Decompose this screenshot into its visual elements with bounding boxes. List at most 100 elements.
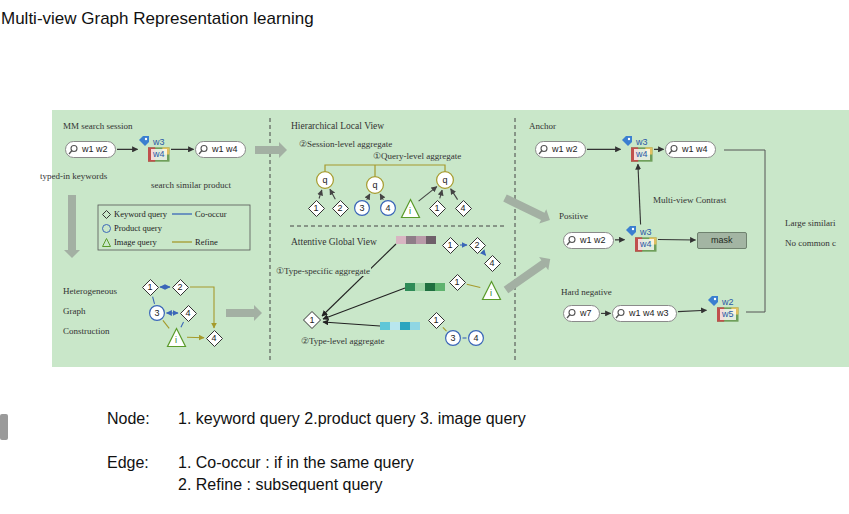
node-text: w2 xyxy=(720,297,736,307)
keyword-query-diamond: 4 xyxy=(180,305,197,322)
contrast-bracket xyxy=(724,150,765,312)
co-occur-edge xyxy=(160,286,170,287)
node-text: w1 w2 xyxy=(552,144,578,155)
step-label: ②Session-level aggregate xyxy=(298,139,393,149)
flow-arrow xyxy=(117,149,137,150)
flow-arrow xyxy=(419,187,437,202)
flow-arrow xyxy=(501,191,553,227)
panel-label: MM search session xyxy=(62,121,134,131)
node-text: w3 xyxy=(634,137,650,147)
legend-entry: Image query xyxy=(102,237,157,247)
flow-arrow xyxy=(587,149,620,150)
node-text: w1 w2 xyxy=(580,235,606,246)
search-query-box: w1 w2 xyxy=(563,232,614,249)
legend-sample xyxy=(102,238,111,247)
node-text: w3 xyxy=(151,137,167,147)
search-icon xyxy=(66,142,80,159)
embedding-cell xyxy=(426,236,436,244)
search-query-box: w1 w2 xyxy=(535,141,586,158)
search-query-box: w1 w2 xyxy=(65,141,116,158)
node-text: i xyxy=(175,336,177,345)
query-circle: q xyxy=(436,171,454,189)
sample-label: Positive xyxy=(558,211,589,221)
flow-arrow xyxy=(678,310,706,311)
legend-entry: Refine xyxy=(172,237,218,247)
sample-label: Hard negative xyxy=(560,287,613,297)
node-text: 1 xyxy=(433,316,438,325)
embedding-cell xyxy=(400,322,410,330)
step-label: ②Type-level aggregate xyxy=(300,336,386,346)
flow-arrow xyxy=(501,252,554,296)
node-text: w4 xyxy=(634,149,650,159)
keyword-query-diamond: 4 xyxy=(484,255,501,272)
product-query-circle: 3 xyxy=(445,330,461,346)
keyword-query-diamond: 1 xyxy=(428,312,445,329)
legend-text: Product query xyxy=(114,223,162,233)
node-text: 3 xyxy=(450,334,455,343)
node-text: 3 xyxy=(154,309,159,318)
image-query-triangle: i xyxy=(401,199,420,218)
node-text: 1 xyxy=(309,316,314,325)
keyword-query-diamond: 1 xyxy=(303,311,321,329)
node-text: q xyxy=(442,176,447,185)
product-card: w3w4 xyxy=(622,136,653,163)
node-text: 2 xyxy=(177,283,182,292)
flow-arrow xyxy=(330,189,335,199)
product-card: w3w4 xyxy=(626,226,657,253)
keyword-query-diamond: 2 xyxy=(172,279,189,296)
flow-arrow xyxy=(64,195,80,258)
co-occur-edge xyxy=(153,297,155,304)
legend-sample xyxy=(102,210,111,219)
note-text: 1. Co-occur : if in the same query xyxy=(178,454,414,472)
keyword-query-diamond: 1 xyxy=(429,200,446,217)
product-query-circle: 3 xyxy=(149,305,165,321)
node-text: 2 xyxy=(337,204,342,213)
flow-arrow xyxy=(255,142,287,158)
node-text: 3 xyxy=(359,204,364,213)
note-heading: Node: xyxy=(107,410,150,428)
refine-edge xyxy=(443,327,447,331)
aggregate-arrow xyxy=(323,288,405,319)
flow-arrow xyxy=(615,239,624,240)
product-card: w2w5 xyxy=(708,296,739,323)
node-text: 1 xyxy=(313,204,318,213)
search-query-box: w1 w4 w3 xyxy=(612,305,677,322)
figure-panel xyxy=(52,110,849,367)
annotation: Large similari xyxy=(784,218,837,228)
note-text: 2. Refine : subsequent query xyxy=(178,476,383,494)
search-icon xyxy=(196,142,210,159)
search-icon xyxy=(536,142,550,159)
query-circle: q xyxy=(366,176,384,194)
page-title: Multi-view Graph Representation learning xyxy=(1,9,314,29)
keyword-query-diamond: 1 xyxy=(442,237,459,254)
flow-arrow xyxy=(658,239,695,241)
keyword-query-diamond: 1 xyxy=(142,279,159,296)
refine-edge xyxy=(187,337,204,339)
node-text: i xyxy=(490,289,492,298)
node-text: w1 w4 xyxy=(682,144,708,155)
node-text: w1 w4 xyxy=(212,144,238,155)
search-icon xyxy=(564,306,578,323)
annotation: typed-in keywords xyxy=(40,171,107,181)
keyword-query-diamond: 1 xyxy=(449,274,466,291)
side-tab xyxy=(0,414,8,440)
search-query-box: w1 w4 xyxy=(665,141,716,158)
embedding-cell xyxy=(415,283,425,291)
view-divider xyxy=(290,226,505,227)
node-text: mask xyxy=(711,235,733,246)
search-query-box: w1 w4 xyxy=(195,141,246,158)
keyword-query-diamond: 1 xyxy=(308,200,325,217)
mask-box: mask xyxy=(697,232,747,249)
node-text: w1 w4 w3 xyxy=(629,308,669,319)
type-aggregate-arrows xyxy=(322,244,405,326)
note-text: 1. keyword query 2.product query 3. imag… xyxy=(178,410,526,428)
co-occur-edge xyxy=(460,244,467,245)
node-text: i xyxy=(409,207,411,216)
co-occur-edge xyxy=(181,322,184,327)
legend-sample xyxy=(172,210,192,218)
sample-label: Anchor xyxy=(528,121,557,131)
flow-arrow xyxy=(440,190,442,198)
search-icon xyxy=(613,306,627,323)
node-text: 1 xyxy=(434,204,439,213)
